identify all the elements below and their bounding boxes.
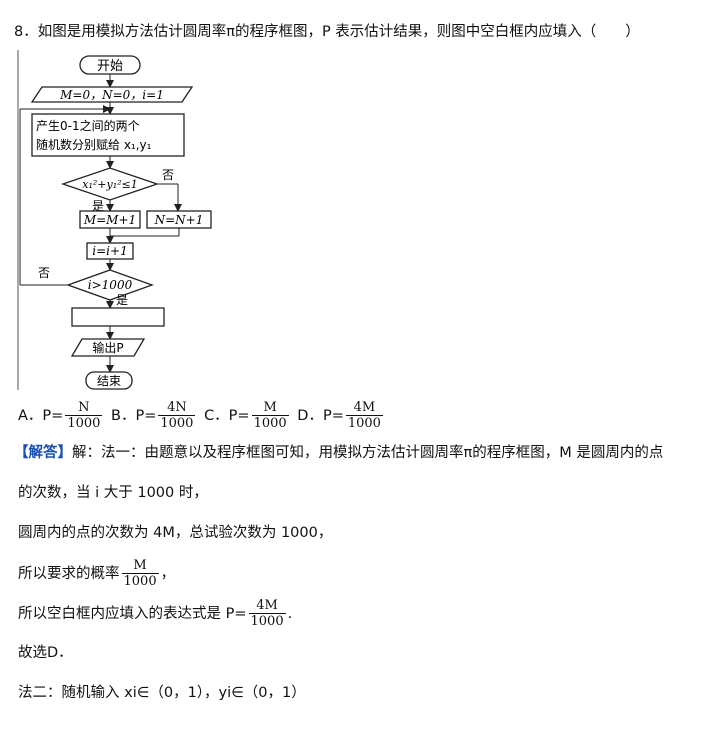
- loop-diamond: [66, 269, 154, 301]
- loop-yes-label: 是: [116, 293, 128, 307]
- solution-line-3: 圆周内的点的次数为 4M，总试验次数为 1000，: [18, 525, 333, 541]
- no-label: 否: [162, 168, 174, 182]
- option-c-num: M: [251, 401, 289, 416]
- option-d-den: 1000: [347, 416, 381, 431]
- output-box: [70, 338, 146, 357]
- init-box: [30, 86, 194, 103]
- question-text: 8．如图是用模拟方法估计圆周率π的程序框图，P 表示估计结果，则图中空白框内应填…: [14, 24, 640, 40]
- solution-line-2: 的次数，当 i 大于 1000 时，: [18, 485, 208, 501]
- option-a-den: 1000: [67, 416, 101, 431]
- i-update-label: i=i+1: [92, 244, 127, 258]
- start-label: 开始: [97, 59, 123, 74]
- generate-line1: 产生0-1之间的两个: [36, 118, 140, 133]
- option-b-num: 4N: [158, 401, 196, 416]
- condition-label: x₁²+y₁²≤1: [82, 178, 138, 191]
- solution-tag: 【解答】: [14, 445, 72, 461]
- output-label: 输出P: [92, 340, 123, 355]
- solution-line-6: 故选D．: [18, 645, 73, 661]
- generate-box: [31, 113, 185, 157]
- option-a-num: N: [65, 401, 103, 416]
- solution-line-7: 法二：随机输入 xi∈（0，1），yi∈（0，1）: [18, 685, 306, 701]
- solution-line-1: 【解答】解：法一：由题意以及程序框图可知，用模拟方法估计圆周率π的程序框图，M …: [14, 445, 664, 461]
- option-c-den: 1000: [253, 416, 287, 431]
- n-update-label: N=N+1: [154, 213, 204, 227]
- end-label: 结束: [97, 374, 121, 388]
- yes-label: 是: [92, 199, 104, 213]
- end-terminal: [85, 371, 133, 390]
- init-label: M=0，N=0，i=1: [59, 88, 164, 102]
- loop-condition-label: i>1000: [88, 278, 133, 292]
- option-b-den: 1000: [160, 416, 194, 431]
- flowchart: 开始 M=0，N=0，i=1 产生0-1之间的两个 随机数分别赋给 x₁,y₁ …: [17, 50, 212, 390]
- blank-box: [71, 307, 165, 327]
- option-d-num: 4M: [345, 401, 383, 416]
- generate-line2: 随机数分别赋给 x₁,y₁: [36, 137, 152, 152]
- m-update-label: M=M+1: [83, 213, 136, 227]
- loop-no-label: 否: [38, 266, 50, 280]
